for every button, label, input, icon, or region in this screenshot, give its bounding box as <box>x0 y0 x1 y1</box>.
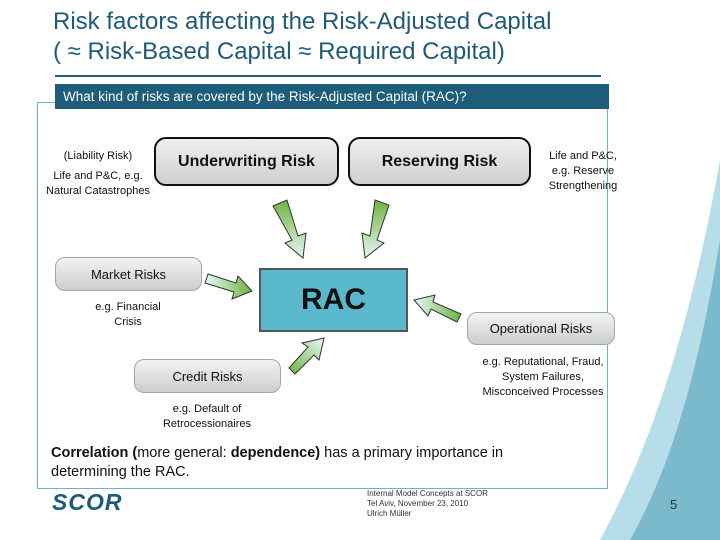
market-note-line1: e.g. Financial <box>95 301 161 313</box>
underwriting-risk-box: Underwriting Risk <box>154 137 339 186</box>
footer-line3: Ulrich Müller <box>367 509 412 518</box>
underwriting-note-line1: (Liability Risk) <box>63 150 133 162</box>
arrow-credit-to-rac <box>288 337 325 375</box>
underwriting-note-line2: Life and P&C, e.g. <box>53 170 143 182</box>
reserving-note-line1: Life and P&C, <box>549 150 617 162</box>
operational-note-line1: e.g. Reputational, Fraud, <box>482 356 604 368</box>
credit-note: e.g. Default of Retrocessionaires <box>147 402 267 432</box>
reserving-note-line2: e.g. Reserve <box>551 165 615 177</box>
market-note: e.g. Financial Crisis <box>78 300 178 330</box>
page-title-line2: ( ≈ Risk-Based Capital ≈ Required Capita… <box>53 38 505 65</box>
arrow-operational-to-rac <box>413 294 462 323</box>
reserving-risk-box: Reserving Risk <box>348 137 531 186</box>
page-number: 5 <box>670 497 678 512</box>
title-divider <box>55 75 601 77</box>
credit-note-line2: Retrocessionaires <box>162 418 252 430</box>
market-risks-box: Market Risks <box>55 257 202 291</box>
decorative-swoosh <box>600 160 720 540</box>
credit-note-line1: e.g. Default of <box>172 403 242 415</box>
correlation-normal1: more general: <box>137 445 231 461</box>
reserving-note-line3: Strengthening <box>548 180 618 192</box>
operational-note-line3: Misconceived Processes <box>482 386 604 398</box>
arrow-underwriting-to-rac <box>272 199 307 259</box>
correlation-bold2: dependence) <box>230 445 321 461</box>
subtitle-bar: What kind of risks are covered by the Ri… <box>55 84 609 109</box>
underwriting-note: (Liability Risk) Life and P&C, e.g. Natu… <box>38 149 158 199</box>
operational-risks-box: Operational Risks <box>467 312 615 345</box>
rac-box: RAC <box>259 268 408 332</box>
arrow-market-to-rac <box>204 273 253 300</box>
reserving-note: Life and P&C, e.g. Reserve Strengthening <box>535 149 631 194</box>
operational-note-line2: System Failures, <box>502 371 584 383</box>
page-title-line1: Risk factors affecting the Risk-Adjusted… <box>53 8 552 35</box>
correlation-normal2: has a primary importance in determining … <box>51 445 504 480</box>
scor-logo: SCOR <box>52 489 123 515</box>
market-note-line2: Crisis <box>114 316 142 328</box>
footer-line1: Internal Model Concepts at SCOR <box>367 489 488 498</box>
correlation-bold1: Correlation ( <box>51 445 138 461</box>
footer-line2: Tel Aviv, November 23, 2010 <box>367 499 469 508</box>
arrow-reserving-to-rac <box>361 199 390 259</box>
correlation-statement: Correlation (more general: dependence) h… <box>51 444 571 482</box>
footer-info: Internal Model Concepts at SCOR Tel Aviv… <box>367 489 488 519</box>
operational-note: e.g. Reputational, Fraud, System Failure… <box>467 355 619 400</box>
underwriting-note-line3: Natural Catastrophes <box>46 185 150 197</box>
credit-risks-box: Credit Risks <box>134 359 281 393</box>
